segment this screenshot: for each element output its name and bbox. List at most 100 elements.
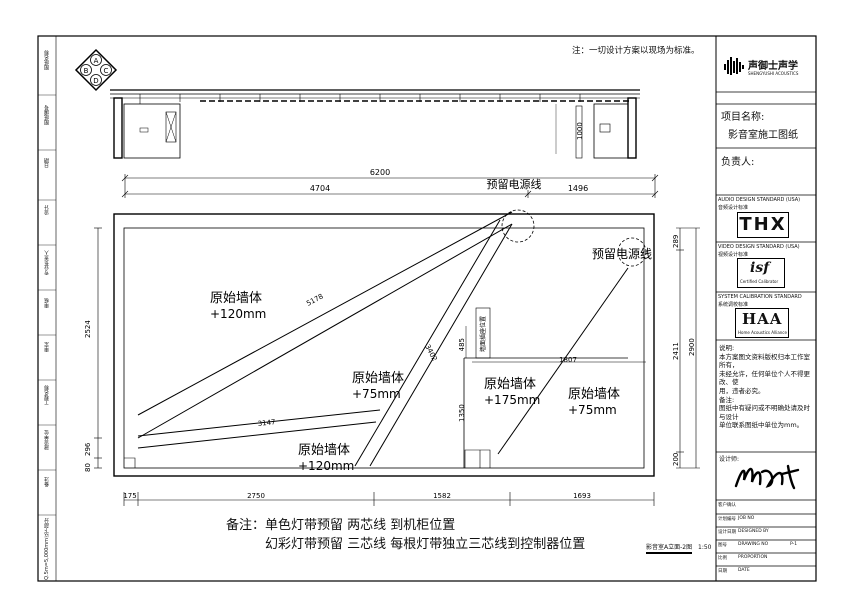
dim-top-right: 1496 [568,184,588,193]
left-strip-item: 审定 [44,342,50,352]
isf-logo-sub: Certified Calibrator [740,279,779,284]
socket-note: 墙面插座位置 [479,316,487,352]
left-strip-item: 备注 [44,477,50,487]
row-value: DATE [738,568,750,573]
brand-name: 声御士声学 [748,61,798,72]
dim-top-total: 6200 [370,168,390,177]
video-std-cn: 视频设计标准 [718,252,749,258]
row-value: DESIGNED BY [738,529,769,534]
calib-std: SYSTEM CALIBRATION STANDARD [718,294,802,300]
video-std: VIDEO DESIGN STANDARD (USA) [718,244,800,250]
soundwave-icon [724,57,744,75]
left-strip-item: 专业负责人 [44,250,50,275]
dim-1807: 1807 [559,356,577,364]
row-label: 客户确认 [718,503,736,508]
dim-1350: 1350 [458,404,466,422]
left-strip: 图纸名称 图纸编号 日期 设计 专业负责人 审核 审定 工程名称 建设单位 备注… [40,40,54,580]
note-line: 单位联系图纸中单位为mm。 [719,421,804,430]
dim-right-2411: 2411 [672,342,680,360]
row-label: 计划编号 [718,517,736,522]
left-strip-item: 图纸编号 [44,105,50,125]
notes-block: 说明: 本方案图文资料版权归本工作室 所有， 未经允许，任何单位个人不得更 改、… [719,344,814,430]
note-line: 未经允许，任何单位个人不得更 [719,369,810,378]
remarks-line-1: 单色灯带预留 两芯线 到机柜位置 [265,518,456,533]
power-reserve-label-2: 预留电源线 [592,247,652,261]
compass-logo: A B C D [74,48,118,92]
haa-logo: HAA Home Acoustics Alliance [735,308,789,338]
dim-right-289: 289 [672,235,680,248]
note-line: 改、使 [719,378,739,387]
dim-left-2524: 2524 [84,320,92,338]
row-value: DRAWING NO [738,542,769,547]
header-note: 注：一切设计方案以现场为标准。 [572,46,700,56]
wall-label-4: 原始墙体 [484,377,536,392]
wall-thk-4: +175mm [484,393,540,407]
left-strip-item: 建设单位 [44,430,50,450]
remarks-label: 备注： [226,518,266,533]
dim-diag-5178: 5178 [305,292,324,307]
dim-left-80: 80 [84,463,92,472]
dim-right-total: 2900 [688,338,696,356]
page-number: P-1 [790,542,798,547]
wall-thk-5: +75mm [568,403,617,417]
wall-thk-3: +120mm [298,459,354,473]
project-label: 项目名称: [721,112,765,123]
dim-485: 485 [458,338,466,351]
dim-left-296: 296 [84,442,92,456]
audio-std-cn: 音频设计标准 [718,205,749,211]
thx-logo: THX [737,212,789,238]
dim-right-200: 200 [672,453,680,466]
power-reserve-label: 预留电源线 [487,177,542,191]
row-label: 日期 [718,569,727,574]
note-line: 用，违者必究。 [719,386,765,395]
left-strip-item: 图纸名称 [44,50,50,70]
left-strip-item: 工程名称 [44,385,50,405]
isf-logo: isf Certified Calibrator [737,258,785,288]
row-label: 比例 [718,556,727,561]
project-name: 影音室施工图纸 [728,130,798,141]
left-strip-item: 审核 [44,298,50,308]
compass-letter: D [93,77,98,85]
note-line: 说明: [719,344,735,352]
haa-logo-sub: Home Acoustics Alliance [738,330,787,335]
brand-logo: 声御士声学 SHENGYUSHI ACOUSTICS [722,50,814,86]
wall-label-3: 原始墙体 [298,443,350,458]
compass-letter: A [94,57,99,65]
plan-drawing: 6200 4704 1496 预留电源线 墙面插座位置 5178 3402 31… [84,168,700,506]
row-value: JOB NO [738,516,755,521]
haa-logo-text: HAA [742,310,783,328]
note-line: 与设计 [719,412,739,421]
note-line: 图纸中有疑问或不明确处请及时 [719,404,810,413]
wall-label-5: 原始墙体 [568,387,620,402]
compass-letter: C [104,67,109,75]
drawing-title: 影音室A立面-2图 [646,542,693,554]
wall-thk-2: +75mm [352,387,401,401]
left-strip-item: 日期 [44,158,50,168]
isf-logo-text: isf [750,260,770,276]
audio-std: AUDIO DESIGN STANDARD (USA) [718,197,801,203]
drawing-scale: 1:50 [698,544,712,551]
dim-bottom-175: 175 [123,492,136,500]
row-value: PROPORTION [738,555,768,560]
elevation-dim: 1000 [576,122,584,140]
owner-label: 负责人: [721,157,755,168]
dim-diag-3402: 3402 [423,343,438,362]
designer-signature [734,464,800,490]
elevation-drawing: 1000 [110,89,640,159]
dim-bottom-1582: 1582 [433,492,451,500]
dim-top-left: 4704 [310,184,330,193]
wall-label-2: 原始墙体 [352,371,404,386]
brand-sub: SHENGYUSHI ACOUSTICS [748,71,799,76]
note-line: 备注: [719,395,735,404]
row-label: 设计日期 [718,530,736,535]
remarks: 备注：单色灯带预留 两芯线 到机柜位置 幻彩灯带预留 三芯线 每根灯带独立三芯线… [226,516,585,554]
left-strip-item: Q.5m=5,000mm以下部分 [44,518,50,580]
designer-label: 设计师: [719,456,740,463]
left-strip-item: 设计 [44,205,50,215]
compass-letter: B [84,67,89,75]
note-line: 所有， [719,361,739,370]
dim-bottom-2750: 2750 [247,492,265,500]
dim-diag-3147: 3147 [257,418,276,428]
wall-thk-1: +120mm [210,307,266,321]
